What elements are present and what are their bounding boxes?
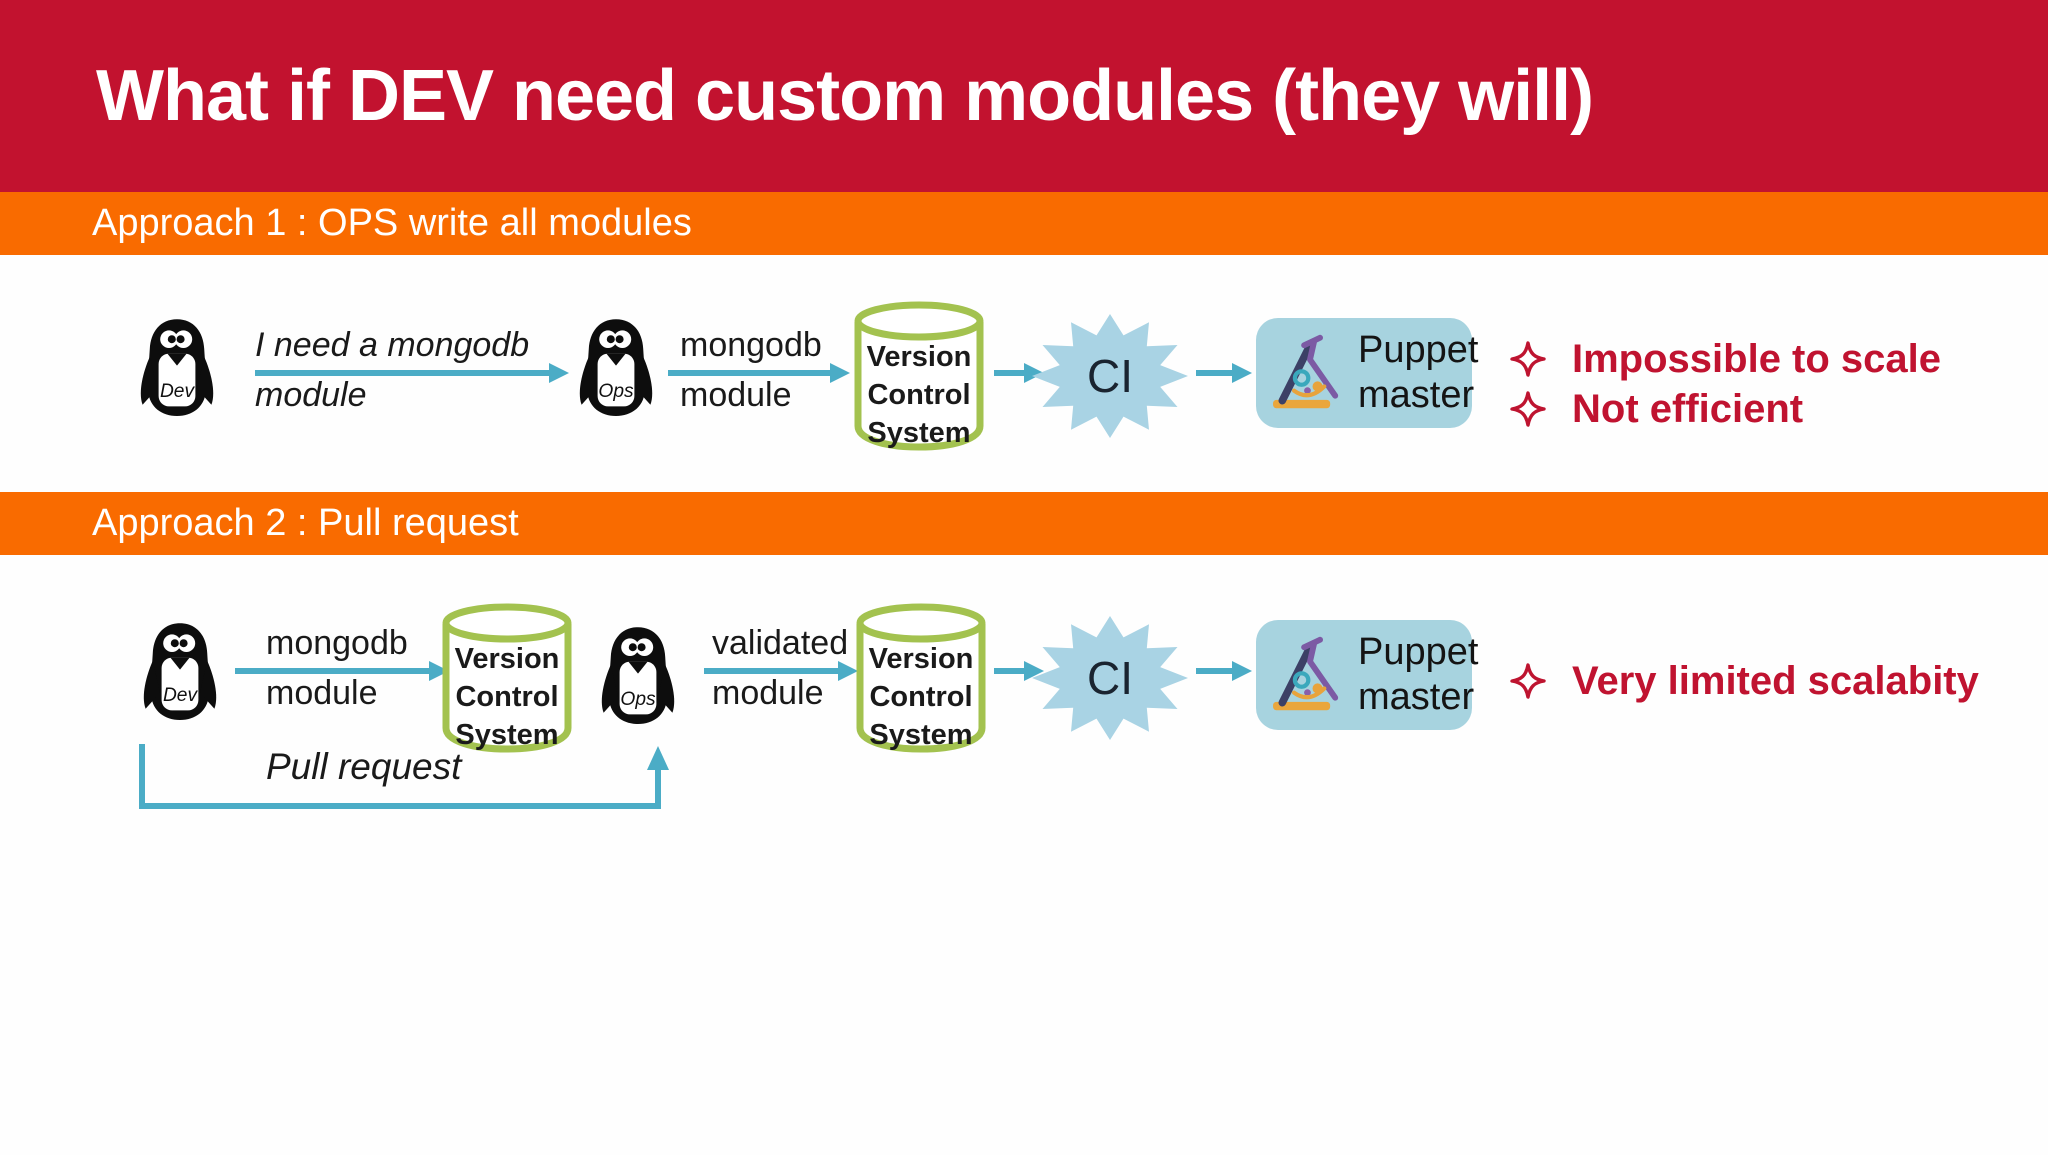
issue-item: Very limited scalabity: [1510, 656, 1979, 706]
puppet-flask-icon: [1268, 327, 1352, 419]
title-bar: What if DEV need custom modules (they wi…: [0, 0, 2048, 192]
approach2-heading: Approach 2 : Pull request: [92, 502, 519, 544]
puppet-line2: master: [1358, 676, 1475, 718]
arrow-ci-to-puppet2-icon: [1196, 661, 1252, 681]
approach2-ops-penguin-icon: Ops: [598, 614, 678, 738]
approach1-dev-penguin-icon: Dev: [137, 306, 217, 430]
arrow-ops-to-vcs-icon: [668, 363, 850, 383]
arrow-ci-to-puppet-icon: [1196, 363, 1252, 383]
vcs-line3: System: [455, 719, 559, 751]
vcs-line1: Version: [454, 643, 560, 675]
vcs-line3: System: [869, 719, 973, 751]
four-point-star-icon: [1510, 391, 1546, 427]
approach1-band: Approach 1 : OPS write all modules: [0, 192, 2048, 255]
approach2-ops-label: Ops: [620, 689, 656, 710]
approach1-ci-label: CI: [1087, 350, 1133, 402]
arrow-dev-to-ops-icon: [255, 363, 569, 383]
approach1-ci-starburst: CI: [1030, 312, 1190, 440]
approach1-ops-label: Ops: [598, 381, 634, 402]
pull-request-elbow-arrow-icon: [139, 744, 669, 809]
approach2-vcs-cylinder-1: Version Control System: [438, 600, 576, 754]
arrow-dev-to-vcs-icon: [235, 661, 449, 681]
approach1-request-line2: module: [255, 376, 367, 414]
approach1-vcs-cylinder: Version Control System: [850, 298, 988, 452]
approach1-ops-penguin-icon: Ops: [576, 306, 656, 430]
puppet-line1: Puppet: [1358, 329, 1479, 371]
approach2-validated-line2: module: [712, 674, 824, 712]
approach1-issues: Impossible to scale Not efficient: [1510, 334, 1941, 434]
arrow-vcs-to-ci-icon: [994, 363, 1044, 383]
vcs-line3: System: [867, 417, 971, 449]
approach2-artifact-line2: module: [266, 674, 378, 712]
approach1-puppet-master-box: Puppet master: [1256, 318, 1478, 428]
approach2-vcs-cylinder-2: Version Control System: [852, 600, 990, 754]
vcs-line2: Control: [455, 681, 559, 713]
approach1-artifact-line1: mongodb: [680, 326, 822, 364]
arrow-vcs2-to-ci-icon: [994, 661, 1044, 681]
approach2-dev-penguin-icon: Dev: [140, 610, 220, 734]
approach2-dev-label: Dev: [163, 685, 199, 706]
approach2-issues: Very limited scalabity: [1510, 656, 1979, 706]
four-point-star-icon: [1510, 341, 1546, 377]
arrow-ops-to-vcs2-icon: [704, 661, 858, 681]
puppet-flask-icon: [1268, 629, 1352, 721]
approach2-artifact-line1: mongodb: [266, 624, 408, 662]
approach1-dev-label: Dev: [160, 381, 196, 402]
approach2-band: Approach 2 : Pull request: [0, 492, 2048, 555]
approach1-heading: Approach 1 : OPS write all modules: [92, 202, 692, 244]
vcs-line2: Control: [867, 379, 971, 411]
four-point-star-icon: [1510, 663, 1546, 699]
approach1-request-line1: I need a mongodb: [255, 326, 530, 364]
puppet-line1: Puppet: [1358, 631, 1479, 673]
pull-request-label: Pull request: [266, 746, 462, 787]
approach1-artifact-line2: module: [680, 376, 792, 414]
issue-item: Impossible to scale: [1510, 334, 1941, 384]
vcs-line1: Version: [866, 341, 972, 373]
approach2-ci-label: CI: [1087, 652, 1133, 704]
vcs-line2: Control: [869, 681, 973, 713]
approach2-ci-starburst: CI: [1030, 614, 1190, 742]
approach2-validated-line1: validated: [712, 624, 849, 662]
issue-text: Impossible to scale: [1572, 336, 1942, 381]
issue-item: Not efficient: [1510, 384, 1941, 434]
issue-text: Very limited scalabity: [1572, 658, 1979, 703]
puppet-line2: master: [1358, 374, 1475, 416]
page-title: What if DEV need custom modules (they wi…: [96, 56, 1594, 136]
issue-text: Not efficient: [1572, 386, 1804, 431]
vcs-line1: Version: [868, 643, 974, 675]
approach2-puppet-master-box: Puppet master: [1256, 620, 1478, 730]
